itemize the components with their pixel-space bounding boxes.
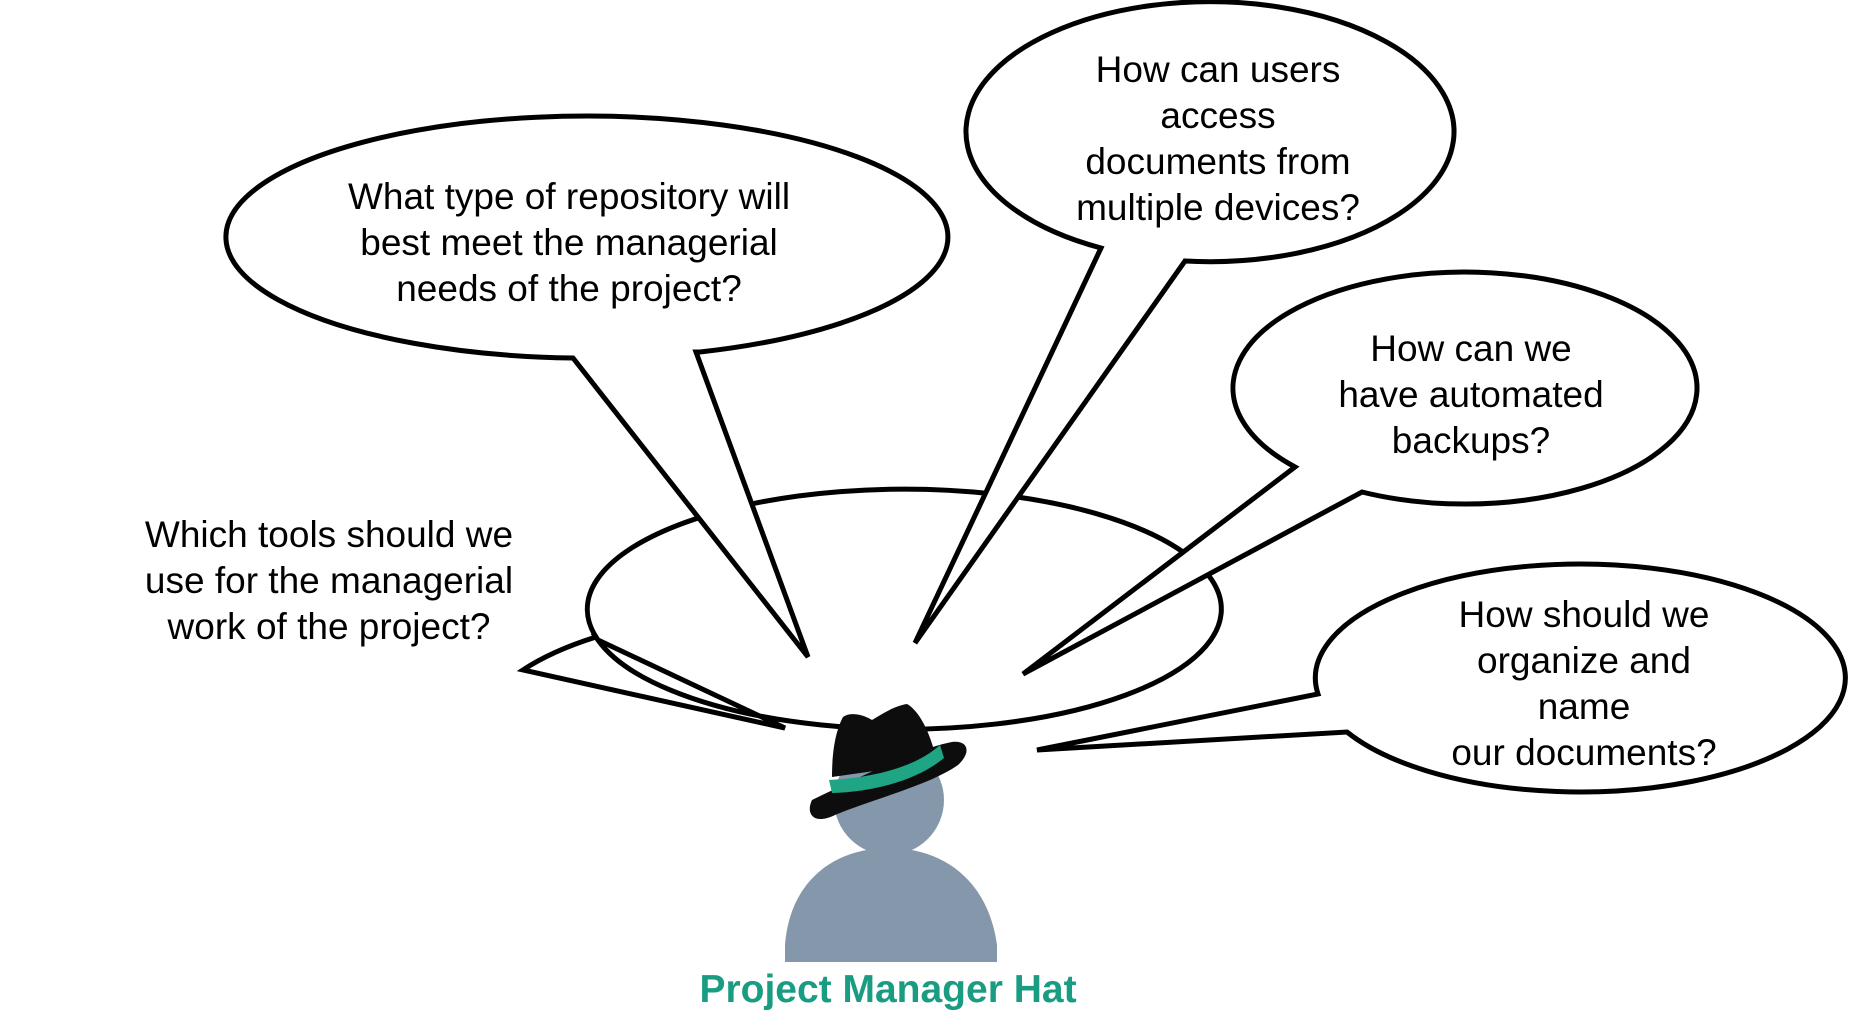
speech-bubble-access (912, 0, 1457, 645)
bubble-text-repository: What type of repository will best meet t… (347, 176, 791, 309)
hat-band (829, 745, 944, 793)
bubble-text-access: How can users access documents from mult… (1076, 49, 1360, 228)
speech-bubble-backups (1021, 269, 1700, 677)
bubble-text-organize: How should we organize and name our docu… (1451, 594, 1717, 773)
speech-bubble-repository (223, 113, 951, 659)
role-caption: Project Manager Hat (699, 968, 1077, 1011)
person-body (785, 848, 997, 962)
fedora-hat-icon (809, 704, 967, 820)
speech-bubble-organize (1036, 561, 1848, 795)
bubble-text-tools: Which tools should we use for the manage… (144, 514, 514, 647)
bubble-text-backups: How can we have automated backups? (1338, 328, 1604, 461)
